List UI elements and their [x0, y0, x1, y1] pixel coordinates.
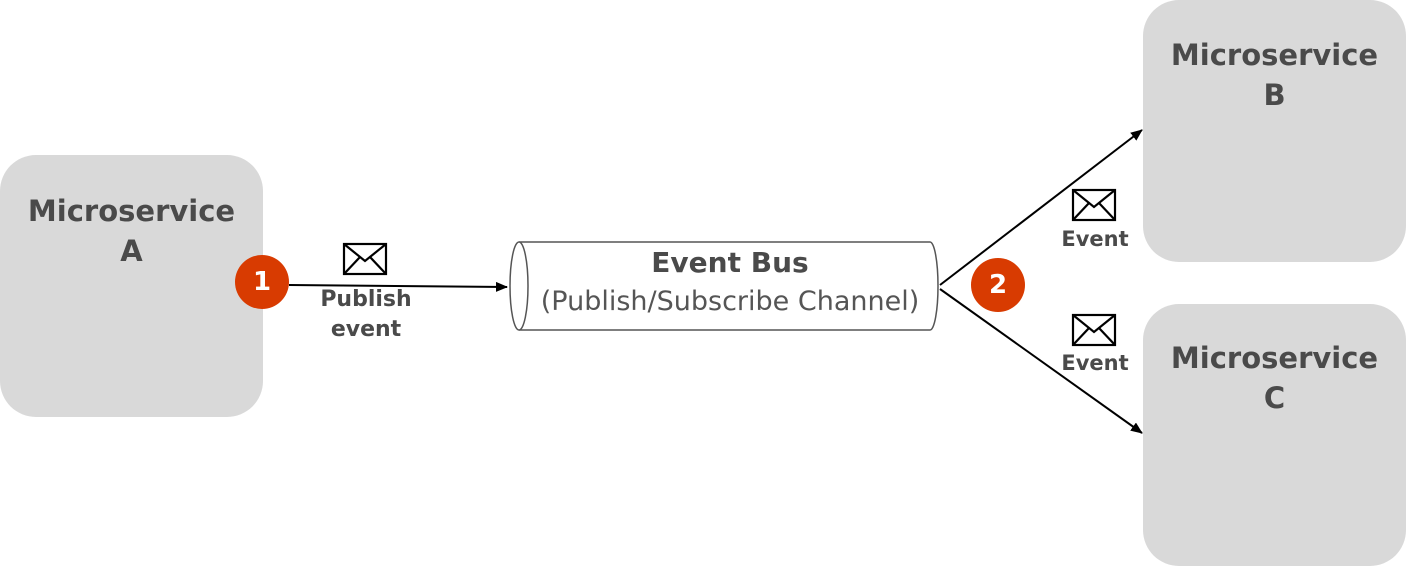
microservice-b-title: Microservice B: [1143, 35, 1406, 115]
microservice-c-title: Microservice C: [1143, 338, 1406, 418]
microservice-b-box: Microservice B: [1143, 0, 1406, 262]
microservice-c-title-line1: Microservice: [1170, 341, 1379, 375]
microservice-a-title-line1: Microservice: [27, 194, 236, 228]
publish-arrow: [288, 281, 508, 292]
event-label-to-c: Event: [1061, 351, 1129, 375]
event-arrow-to-b: [939, 129, 1143, 286]
envelope-icon: [342, 242, 388, 276]
microservice-c-box: Microservice C: [1143, 304, 1406, 566]
microservice-b-title-line1: Microservice: [1170, 38, 1379, 72]
envelope-icon: [1071, 188, 1117, 222]
microservice-b-title-line2: B: [1263, 78, 1286, 112]
step-1-badge: 1: [235, 255, 289, 309]
publish-event-label: Publish event: [306, 285, 426, 345]
publish-event-label-line2: event: [330, 317, 402, 342]
event-label-to-b: Event: [1061, 227, 1129, 251]
microservice-a-box: Microservice A: [0, 155, 263, 417]
microservice-c-title-line2: C: [1263, 381, 1286, 415]
event-bus-subtitle: (Publish/Subscribe Channel): [540, 286, 920, 317]
step-2-badge: 2: [971, 258, 1025, 312]
envelope-icon: [1071, 313, 1117, 347]
event-arrow-to-c: [939, 288, 1143, 434]
microservice-a-title: Microservice A: [0, 191, 263, 271]
event-bus-title: Event Bus: [651, 246, 809, 279]
publish-event-label-line1: Publish: [320, 287, 412, 312]
event-bus-cylinder: [509, 241, 939, 331]
microservice-a-title-line2: A: [120, 234, 143, 268]
